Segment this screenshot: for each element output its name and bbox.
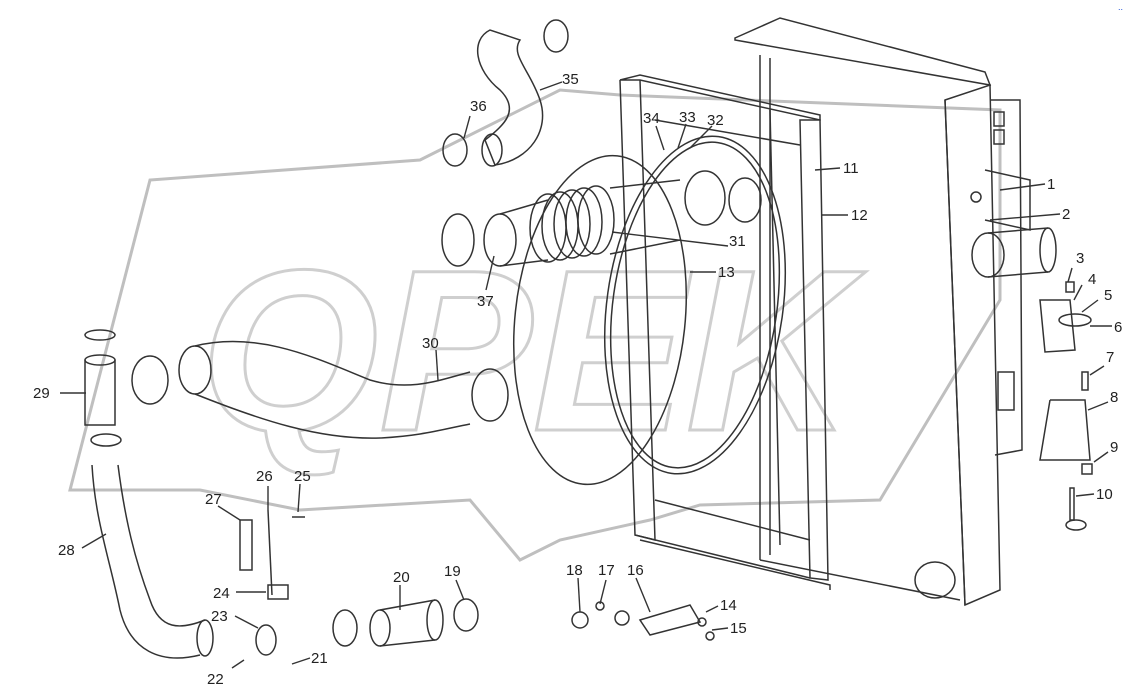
callout-37: 37 [477, 293, 494, 310]
callout-31: 31 [729, 233, 746, 250]
upper-hose [442, 19, 569, 167]
parts-drawing [84, 17, 1093, 659]
callout-7: 7 [1106, 349, 1114, 366]
ring-seal [512, 135, 787, 486]
callout-4: 4 [1088, 271, 1096, 288]
callout-15: 15 [730, 620, 747, 637]
callout-22: 22 [207, 671, 224, 688]
watermark: QPEK [68, 88, 1002, 562]
callout-23: 23 [211, 608, 228, 625]
bracket-assembly [1039, 281, 1093, 531]
callout-28: 28 [58, 542, 75, 559]
callout-1: 1 [1047, 176, 1055, 193]
callout-13: 13 [718, 264, 735, 281]
callout-17: 17 [598, 562, 615, 579]
callout-20: 20 [393, 569, 410, 586]
callout-27: 27 [205, 491, 222, 508]
callout-26: 26 [256, 468, 273, 485]
callout-12: 12 [851, 207, 868, 224]
callout-33: 33 [679, 109, 696, 126]
callout-29: 29 [33, 385, 50, 402]
callouts: 1 2 3 4 5 6 7 8 9 10 11 12 13 14 15 16 1… [33, 71, 1122, 688]
callout-14: 14 [720, 597, 737, 614]
callout-30: 30 [422, 335, 439, 352]
callout-24: 24 [213, 585, 230, 602]
intake-ducts [131, 199, 549, 439]
watermark-text: QPEK [200, 222, 867, 479]
callout-18: 18 [566, 562, 583, 579]
callout-35: 35 [562, 71, 579, 88]
callout-5: 5 [1104, 287, 1112, 304]
callout-6: 6 [1114, 319, 1122, 336]
callout-19: 19 [444, 563, 461, 580]
callout-10: 10 [1096, 486, 1113, 503]
callout-2: 2 [1062, 206, 1070, 223]
outlet-pipe [971, 227, 1057, 278]
callout-36: 36 [470, 98, 487, 115]
callout-32: 32 [707, 112, 724, 129]
lower-hose [84, 329, 214, 659]
lower-fittings [239, 509, 479, 656]
callout-21: 21 [311, 650, 328, 667]
callout-34: 34 [643, 110, 660, 127]
callout-8: 8 [1110, 389, 1118, 406]
fan-bellows [529, 179, 681, 263]
callout-3: 3 [1076, 250, 1084, 267]
callout-16: 16 [627, 562, 644, 579]
corner-mark: .. [1118, 2, 1123, 12]
callout-9: 9 [1110, 439, 1118, 456]
callout-25: 25 [294, 468, 311, 485]
callout-11: 11 [843, 160, 859, 177]
